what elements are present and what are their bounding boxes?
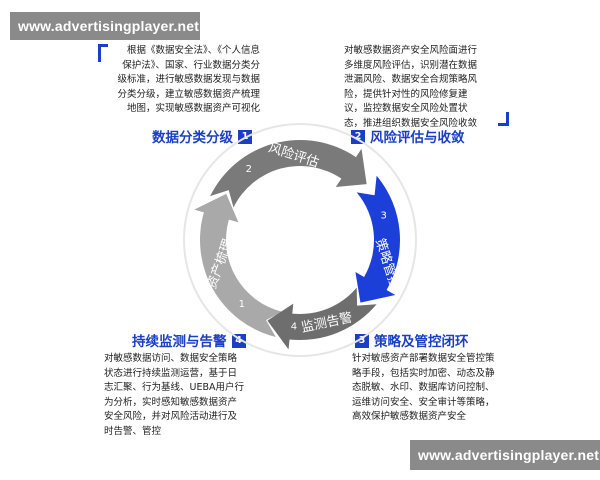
text-line: 议，监控数据安全风险处置状 bbox=[344, 103, 468, 114]
text-line: 级标准，进行敏感数据发现与数据 bbox=[117, 74, 260, 85]
cycle-arrow-segment-4 bbox=[267, 287, 377, 350]
text-line: 多维度风险评估，识别潜在数据 bbox=[344, 59, 478, 71]
text-line: 为分析，实时感知敏感数据资产 bbox=[104, 396, 238, 408]
text-line: 运维访问安全、安全审计等策略， bbox=[352, 396, 495, 408]
watermark-bottom: www.advertisingplayer.net bbox=[410, 440, 600, 470]
section-2-description: 对敏感数据资产安全风险面进行 多维度风险评估，识别潜在数据 泄漏风险、数据安全合… bbox=[344, 44, 504, 131]
text-line: 安全风险，并对风险活动进行及 bbox=[104, 411, 238, 422]
section-title-text: 风险评估与收敛 bbox=[370, 130, 465, 146]
outer-ring bbox=[183, 123, 417, 357]
cycle-segment-number: 2 bbox=[246, 164, 252, 175]
text-line: 险，提供针对性的风险修复建 bbox=[344, 88, 468, 100]
text-line: 分类分级，建立敏感数据资产梳理 bbox=[117, 88, 260, 100]
text-line: 时告警、管控 bbox=[104, 425, 162, 437]
corner-bracket-left bbox=[98, 44, 101, 62]
cycle-segment-number: 4 bbox=[291, 321, 297, 332]
corner-bracket-right-bottom bbox=[498, 123, 509, 126]
corner-bracket-left-top bbox=[98, 44, 108, 47]
text-line: 志汇聚、行为基线、UEBA用户行 bbox=[104, 382, 244, 393]
cycle-segment-number: 3 bbox=[380, 211, 386, 222]
text-line: 状态进行持续监测运营，基于日 bbox=[104, 367, 238, 379]
text-line: 泄漏风险、数据安全合规策略风 bbox=[344, 74, 478, 85]
section-1-description: 根据《数据安全法》、《个人信息 保护法》、国家、行业数据分类分 级标准，进行敏感… bbox=[88, 44, 260, 117]
text-line: 根据《数据安全法》、《个人信息 bbox=[126, 45, 260, 56]
cycle-arrow-segment-2 bbox=[210, 140, 367, 208]
section-3-description: 针对敏感资产部署数据安全管控策 略手段，包括实时加密、动态及静 态脱敏、水印、数… bbox=[352, 352, 514, 425]
text-line: 态脱敏、水印、数据库访问控制、 bbox=[352, 382, 495, 393]
text-line: 态，推进组织数据安全风险收敛 bbox=[344, 117, 478, 129]
section-number-badge: 3 bbox=[355, 334, 369, 348]
text-line: 对敏感数据资产安全风险面进行 bbox=[344, 45, 478, 56]
text-line: 高效保护敏感数据资产安全 bbox=[352, 411, 467, 422]
text-line: 地图，实现敏感数据资产可视化 bbox=[126, 103, 260, 114]
section-title-text: 数据分类分级 bbox=[152, 130, 233, 146]
cycle-arrow-segment-3 bbox=[355, 175, 400, 303]
cycle-arrow-segment-1 bbox=[194, 193, 283, 338]
section-title-text: 策略及管控闭环 bbox=[374, 334, 469, 350]
text-line: 针对敏感资产部署数据安全管控策 bbox=[352, 353, 495, 364]
cycle-segment-number: 1 bbox=[239, 299, 245, 310]
section-number-badge: 4 bbox=[231, 334, 246, 348]
section-4-title: 持续监测与告警 4 bbox=[132, 330, 251, 350]
section-3-title: 3 策略及管控闭环 bbox=[350, 330, 469, 350]
text-line: 保护法》、国家、行业数据分类分 bbox=[122, 59, 260, 71]
text-line: 略手段，包括实时加密、动态及静 bbox=[352, 367, 495, 379]
watermark-top: www.advertisingplayer.net bbox=[10, 12, 200, 40]
section-title-text: 持续监测与告警 bbox=[132, 334, 227, 350]
corner-bracket-right bbox=[506, 112, 509, 126]
section-4-description: 对敏感数据访问、数据安全策略 状态进行持续监测运营，基于日 志汇聚、行为基线、U… bbox=[104, 352, 268, 439]
text-line: 对敏感数据访问、数据安全策略 bbox=[104, 353, 238, 364]
